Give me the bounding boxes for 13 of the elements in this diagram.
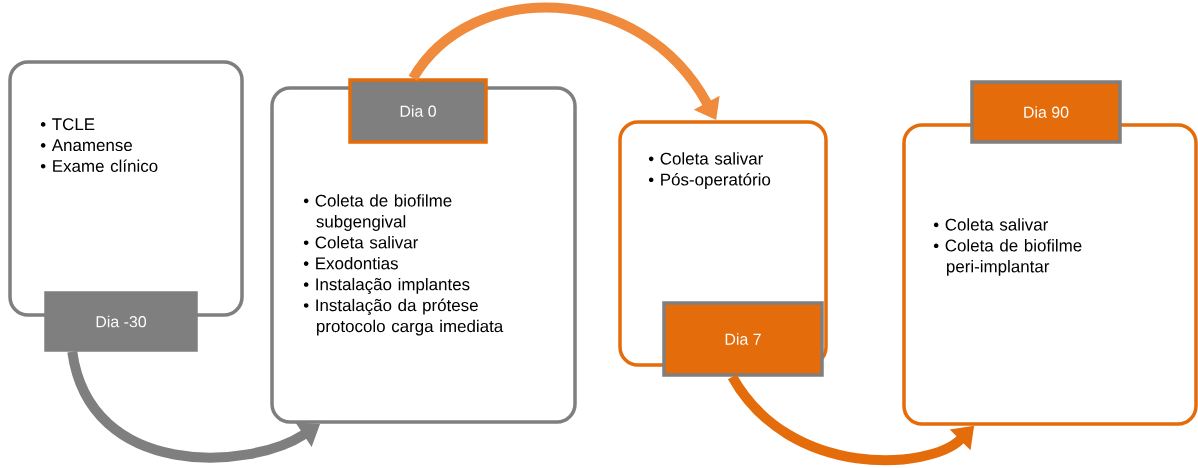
node-label: • Instalação implantes	[303, 277, 470, 294]
node-label: • Coleta salivar	[303, 236, 419, 249]
node-label: • Instalação da prótese protocolo carga imediata	[303, 298, 504, 336]
day-tab: Dia 7	[662, 301, 824, 377]
bullet-list: • Coleta salivar • Coleta de biofilme peri-implantar	[933, 218, 1082, 276]
bullet-list: • Coleta de biofilme subgengival • Coleta salivar • Exodontias • Instalação implantes • Instalação da prótese protocolo carga imediata	[303, 194, 504, 336]
day-tab: Dia 0	[348, 78, 488, 144]
node-label: • Coleta de biofilme subgengival	[303, 194, 452, 231]
day-tab: Dia -30	[44, 291, 198, 352]
bullet-list: • Coleta salivar • Pós-operatório	[648, 152, 771, 189]
day-tab: Dia 90	[970, 80, 1122, 144]
bullet-list: • TCLE • Anamense • Exame clínico	[40, 118, 158, 173]
node-label: • Exodontias	[303, 256, 398, 270]
